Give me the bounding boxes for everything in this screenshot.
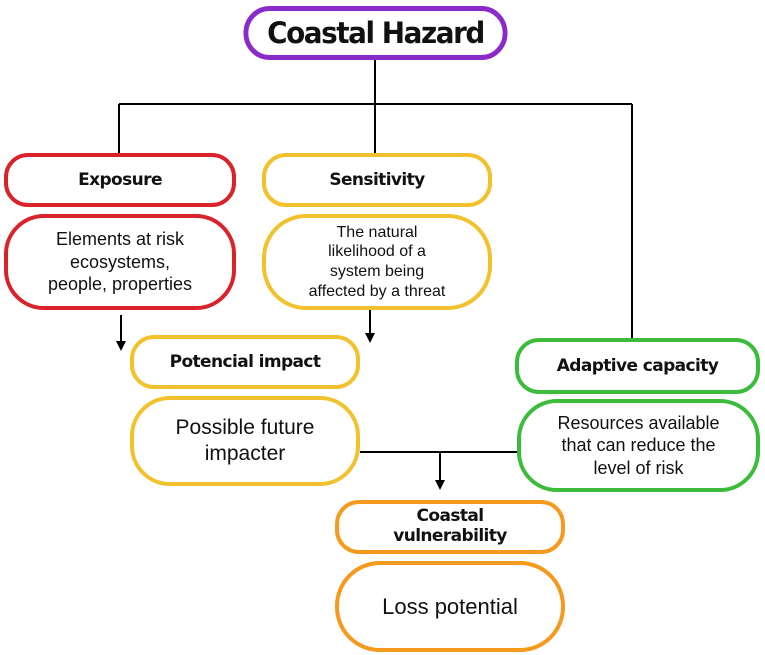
sensitivity-description-box: The natural likelihood of a system being… [262, 214, 492, 310]
exposure-line: people, properties [47, 274, 193, 295]
adaptive-capacity-heading-box: Adaptive capacity [515, 338, 760, 394]
coastal-vulnerability-description-box: Loss potential [335, 561, 565, 652]
potential-impact-line: Possible future [175, 415, 315, 439]
coastal-vulnerability-heading-box: Coastal vulnerability [335, 500, 565, 554]
potential-impact-description-box: Possible future impacter [130, 396, 360, 486]
arrow-exposure-head [116, 341, 126, 351]
coastal-vulnerability-heading-line: Coastal [416, 506, 485, 527]
sensitivity-heading-box: Sensitivity [262, 153, 492, 207]
adaptive-capacity-line: Resources available [557, 412, 720, 433]
adaptive-capacity-description-box: Resources available that can reduce the … [517, 399, 760, 492]
adaptive-capacity-line: that can reduce the [561, 435, 716, 456]
sensitivity-line: system being [329, 263, 425, 280]
adaptive-capacity-line: level of risk [593, 457, 684, 478]
exposure-description-box: Elements at risk ecosystems, people, pro… [4, 214, 236, 310]
coastal-vulnerability-heading-line: vulnerability [393, 526, 507, 546]
potential-impact-heading-box: Potencial impact [130, 335, 360, 389]
title-coastal-hazard: Coastal Hazard [243, 6, 508, 60]
potential-impact-heading: Potencial impact [169, 352, 321, 372]
arrow-coastal-head [435, 480, 445, 490]
potential-impact-line: impacter [204, 442, 286, 465]
sensitivity-heading: Sensitivity [329, 170, 425, 190]
arrow-sensitivity-head [365, 333, 375, 343]
exposure-line: ecosystems, [69, 251, 170, 272]
coastal-vulnerability-line: Loss potential [382, 593, 518, 619]
exposure-line: Elements at risk [55, 229, 185, 250]
sensitivity-line: likelihood of a [328, 243, 426, 261]
adaptive-capacity-heading: Adaptive capacity [556, 356, 719, 376]
exposure-heading: Exposure [78, 170, 162, 190]
exposure-heading-box: Exposure [4, 153, 236, 207]
sensitivity-line: affected by a threat [308, 282, 446, 300]
sensitivity-line: The natural [336, 223, 418, 241]
title-text: Coastal Hazard [267, 16, 485, 50]
